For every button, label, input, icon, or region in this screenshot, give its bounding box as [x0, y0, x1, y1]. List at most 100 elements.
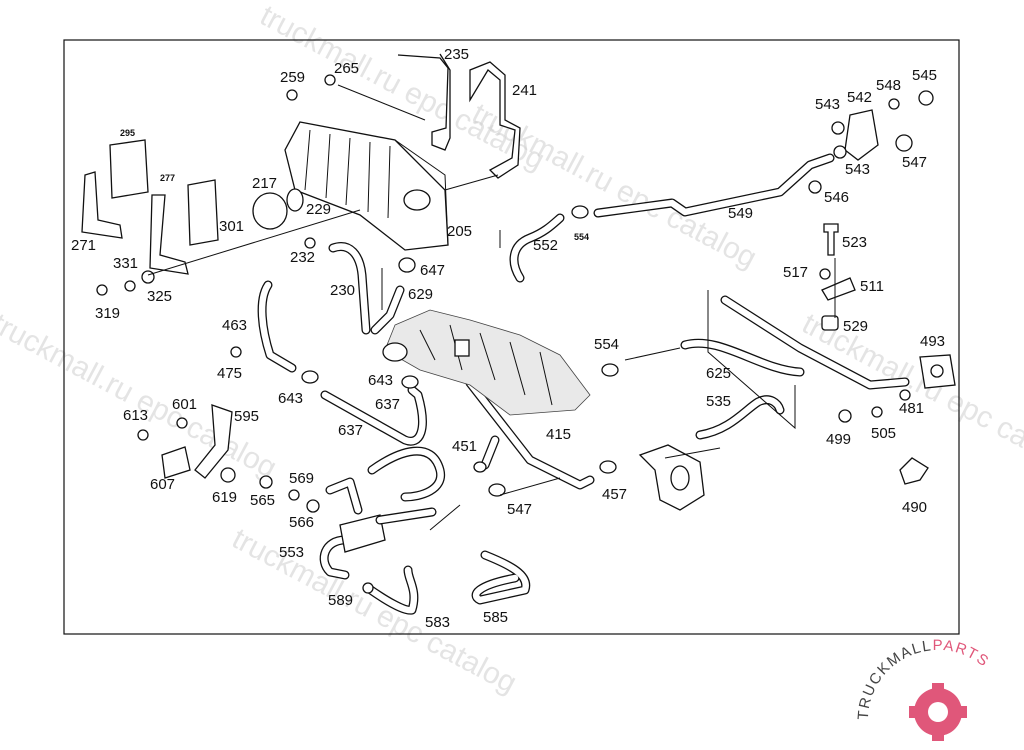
clamp-607-drawing — [161, 446, 191, 479]
part-label: 535 — [706, 393, 731, 410]
part-label: 552 — [533, 237, 558, 254]
bracket-542-drawing — [844, 109, 879, 161]
part-label: 505 — [871, 425, 896, 442]
part-labels: 235 259 265 241 295 277 217 229 301 271 … — [71, 46, 945, 631]
part-label: 232 — [290, 249, 315, 266]
block-295-drawing — [109, 139, 149, 199]
logo-text-b: PARTS — [933, 637, 993, 671]
washer-548-drawing — [888, 98, 900, 110]
watermark: truckmall.ru epc catalog — [227, 522, 522, 700]
intake-housing-drawing — [284, 121, 449, 251]
washer-566-drawing — [306, 499, 320, 513]
part-label: 566 — [289, 514, 314, 531]
bushing-543-drawing — [831, 121, 845, 135]
part-label: 583 — [425, 614, 450, 631]
bushing-543b-drawing — [833, 145, 847, 159]
bolt-523-drawing — [823, 223, 839, 256]
diagram-frame — [63, 39, 960, 635]
part-label: 259 — [280, 69, 305, 86]
part-label: 493 — [920, 333, 945, 350]
part-label: 647 — [420, 262, 445, 279]
part-label: 548 — [876, 77, 901, 94]
part-label: 529 — [843, 318, 868, 335]
washer-505-drawing — [871, 406, 883, 418]
washer-569-drawing — [288, 489, 300, 501]
part-label: 637 — [375, 396, 400, 413]
clamp-647-drawing — [398, 257, 416, 273]
part-label: 643 — [368, 372, 393, 389]
part-label: 549 — [728, 205, 753, 222]
leader-lines — [147, 84, 836, 531]
bolt-319-drawing — [96, 284, 108, 296]
valve-553-drawing — [339, 514, 386, 553]
part-label: 241 — [512, 82, 537, 99]
fitting-475-drawing — [230, 346, 242, 358]
part-label: 230 — [330, 282, 355, 299]
hose-drawings — [257, 153, 910, 615]
part-label: 542 — [847, 89, 872, 106]
part-label: 295 — [120, 128, 135, 138]
strap-277-drawing — [149, 194, 189, 275]
bracket-235-drawing — [397, 53, 451, 151]
washer-331-drawing — [124, 280, 136, 292]
part-label: 547 — [507, 501, 532, 518]
screw-601-drawing — [176, 417, 188, 429]
part-label: 511 — [860, 278, 884, 295]
part-label: 553 — [279, 544, 304, 561]
block-301-drawing — [187, 179, 219, 246]
part-label: 625 — [706, 365, 731, 382]
part-label: 613 — [123, 407, 148, 424]
part-label: 565 — [250, 492, 275, 509]
part-label: 601 — [172, 396, 197, 413]
bracket-511-drawing — [821, 277, 856, 301]
clamp-451-drawing — [473, 461, 487, 473]
part-label: 229 — [306, 201, 331, 218]
fitting-517-drawing — [819, 268, 831, 280]
bolt-565-drawing — [259, 475, 273, 489]
truckmall-logo: TRUCKMALLPARTS — [855, 637, 993, 741]
part-label: 451 — [452, 438, 477, 455]
clamp-554b-drawing — [601, 363, 619, 377]
part-label: 595 — [234, 408, 259, 425]
clamp-457-drawing — [599, 460, 617, 474]
manifold-415-drawing — [382, 309, 591, 416]
clamp-643b-drawing — [401, 375, 419, 389]
part-label: 499 — [826, 431, 851, 448]
part-label: 301 — [219, 218, 244, 235]
part-label: 629 — [408, 286, 433, 303]
part-label: 481 — [899, 400, 924, 417]
washer-481-drawing — [899, 389, 911, 401]
part-label: 325 — [147, 288, 172, 305]
mount-529-drawing — [821, 315, 839, 331]
stud-232-drawing — [304, 237, 316, 249]
parts-illustration — [81, 53, 956, 615]
bolt-613-drawing — [137, 429, 149, 441]
cap-217-drawing — [252, 192, 288, 230]
strap-271-drawing — [81, 171, 123, 239]
part-label: 331 — [113, 255, 138, 272]
part-label: 637 — [338, 422, 363, 439]
part-label: 463 — [222, 317, 247, 334]
part-label: 205 — [447, 223, 472, 240]
part-label: 523 — [842, 234, 867, 251]
clip-589-drawing — [362, 582, 374, 594]
bolt-259-drawing — [286, 89, 298, 101]
plate-490-drawing — [899, 457, 929, 485]
part-label: 277 — [160, 173, 175, 183]
part-label: 543 — [815, 96, 840, 113]
part-label: 217 — [252, 175, 277, 192]
part-label: 271 — [71, 237, 96, 254]
clamp-554-drawing — [571, 205, 589, 219]
bracket-595-drawing — [194, 404, 233, 479]
part-label: 517 — [783, 264, 808, 281]
part-label: 545 — [912, 67, 937, 84]
part-label: 589 — [328, 592, 353, 609]
part-label: 607 — [150, 476, 175, 493]
washer-325-drawing — [141, 270, 155, 284]
washer-265-drawing — [324, 74, 336, 86]
part-label: 490 — [902, 499, 927, 516]
part-label: 415 — [546, 426, 571, 443]
part-label: 569 — [289, 470, 314, 487]
part-label: 547 — [902, 154, 927, 171]
